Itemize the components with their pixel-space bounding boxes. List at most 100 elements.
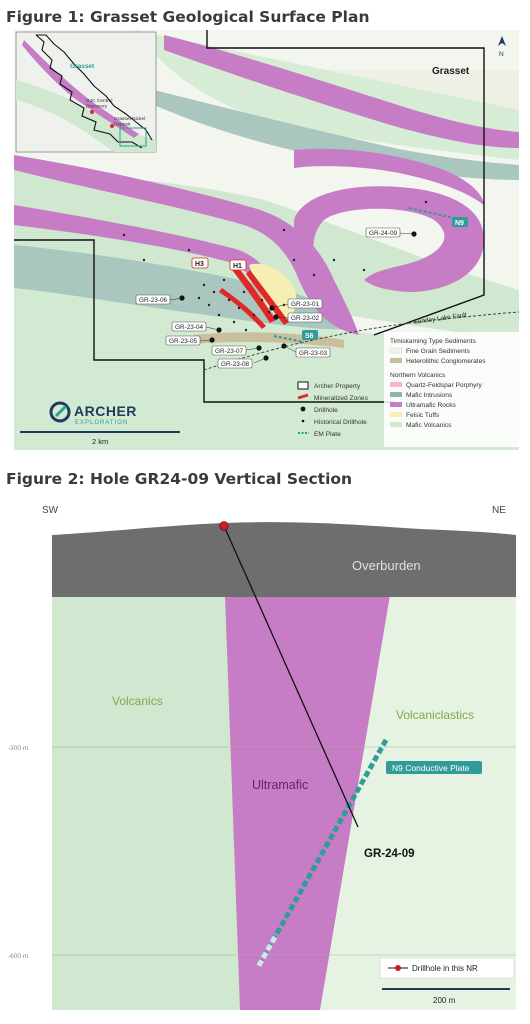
ultramafic-label: Ultramafic — [252, 778, 308, 792]
legend-em: EM Plate — [314, 431, 341, 438]
legend-drillhole-swatch — [300, 406, 306, 412]
volcaniclastics-area — [320, 595, 516, 1010]
svg-text:GR-23-07: GR-23-07 — [215, 348, 244, 355]
svg-text:N9: N9 — [455, 220, 464, 227]
vertical-section: SW NE -300 m -600 m Overburden Volcanics… — [8, 505, 516, 1010]
ultramafic-band-lower — [14, 205, 282, 302]
svg-text:GR-24-09: GR-24-09 — [369, 230, 398, 237]
legend-historical: Historical Drillhole — [314, 419, 367, 426]
hole-tag-gr2306: GR-23-06 — [135, 294, 171, 305]
legend-ultramafic: Ultramafic Rocks — [406, 402, 457, 409]
svg-text:H3: H3 — [195, 261, 204, 268]
depth-label-300: -300 m — [8, 745, 28, 752]
svg-text:GR-23-06: GR-23-06 — [139, 297, 168, 304]
ultramafic-band-main — [14, 155, 359, 335]
legend-mafic-intrusions: Mafic Intrusions — [406, 392, 453, 399]
drillhole-collar-icon — [219, 521, 229, 531]
legend-group-northern: Northern Volcanics — [390, 372, 446, 379]
scale-bar-1: 2 km — [20, 431, 180, 446]
archer-logo: ARCHER EXPLORATION — [49, 401, 137, 426]
legend-felsic-tuffs: Felsic Tuffs — [406, 412, 440, 419]
svg-text:GR-23-08: GR-23-08 — [221, 361, 250, 368]
hole-tag-gr2304: GR-23-04 — [171, 321, 207, 332]
legend-conglomerates: Heterolithic Conglomerates — [406, 358, 486, 365]
ultramafic-unit — [225, 595, 390, 1010]
zone-tag-h3: H3 — [191, 257, 209, 269]
svg-text:N9 Conductive Plate: N9 Conductive Plate — [392, 763, 470, 773]
property-boundary-north — [206, 30, 485, 336]
ultramafic-n9-fold — [294, 186, 484, 292]
legend-fine-sediments: Fine Grain Sediments — [406, 348, 470, 355]
sw-label: SW — [42, 505, 59, 516]
svg-text:GR-23-04: GR-23-04 — [175, 324, 204, 331]
figure2-title: Figure 2: Hole GR24-09 Vertical Section — [6, 470, 353, 488]
n9-conductive-plate — [259, 738, 389, 962]
hole-tag-gr2305: GR-23-05 — [165, 335, 201, 346]
mineralized-zone-h3 — [232, 265, 276, 323]
hole-tag-gr2307: GR-23-07 — [211, 345, 247, 356]
mineralized-zone-south — [219, 288, 266, 329]
n9-plate-fade — [255, 935, 278, 969]
legend-left: Archer Property Mineralized Zones Drillh… — [297, 381, 369, 438]
section-legend: Drillhole in this NR — [379, 957, 515, 979]
hole-tag-gr2308: GR-23-08 — [217, 358, 253, 369]
inset-grasset-label: Grasset — [70, 63, 95, 70]
hole-tag-gr2409: GR-24-09 — [365, 227, 401, 238]
svg-text:N: N — [499, 51, 504, 58]
logo-text: ARCHER — [74, 403, 137, 419]
legend-drillhole-label: Drillhole in this NR — [412, 964, 478, 973]
legend-zones: Mineralized Zones — [314, 395, 369, 402]
legend-group-timiskaming: Timiskaming Type Sediments — [390, 338, 476, 345]
mafic-volcanics-band — [14, 160, 519, 340]
drillhole-gr2409 — [223, 525, 359, 828]
mafic-intrusion-north — [154, 90, 519, 180]
legend-historical-swatch — [301, 419, 305, 423]
volcanics-label: Volcanics — [112, 694, 163, 708]
svg-text:GR-23-03: GR-23-03 — [299, 350, 328, 357]
property-label: Grasset — [432, 66, 470, 77]
hole-tag-gr2301: GR-23-01 — [287, 298, 323, 309]
plate-label-box: N9 Conductive Plate — [386, 761, 482, 774]
north-arrow-icon: N — [498, 36, 506, 58]
depth-label-600: -600 m — [8, 953, 28, 960]
svg-text:GR-23-01: GR-23-01 — [291, 301, 320, 308]
em-tag-s6: S6 — [302, 330, 318, 340]
figure1-title: Figure 1: Grasset Geological Surface Pla… — [6, 8, 370, 26]
legend-drillhole: Drillhole — [314, 407, 338, 414]
ultramafic-band-mid — [294, 148, 484, 205]
svg-text:S6: S6 — [305, 333, 314, 340]
legend-drillhole-icon — [395, 965, 401, 971]
svg-text:GR-23-05: GR-23-05 — [169, 338, 198, 345]
em-plate-s6 — [273, 335, 305, 343]
overburden-layer — [52, 522, 516, 597]
legend-property: Archer Property — [314, 383, 361, 390]
hole-leaders — [169, 232, 415, 364]
hole-label: GR-24-09 — [364, 848, 415, 860]
scale-label-2: 200 m — [433, 996, 456, 1005]
hole-tag-gr2302: GR-23-02 — [287, 312, 323, 323]
historical-drillholes — [122, 200, 428, 332]
mafic-intrusion-band — [14, 245, 354, 330]
zone-tag-h1: H1 — [229, 259, 247, 271]
property-boundary-south — [14, 239, 394, 403]
legend-zone-swatch — [297, 393, 309, 400]
legend-right: Timiskaming Type Sediments Fine Grain Se… — [384, 332, 519, 447]
surface-plan-map: Sunday Lake Fault — [14, 30, 519, 450]
ne-label: NE — [492, 505, 506, 516]
legend-mafic-volcanics: Mafic Volcanics — [406, 422, 452, 429]
svg-text:GR-23-02: GR-23-02 — [291, 315, 320, 322]
volcaniclastics-label: Volcaniclastics — [396, 708, 474, 722]
scale-bar-2: 200 m — [382, 988, 510, 1005]
legend-porphyry: Quartz-Feldspar Porphyry — [406, 382, 483, 389]
em-plate-n9 — [408, 207, 455, 219]
legend-property-swatch — [297, 381, 309, 390]
ultramafic-band-top — [164, 35, 519, 148]
sunday-lake-fault — [203, 311, 519, 371]
hole-tag-gr2303: GR-23-03 — [295, 347, 331, 358]
mineralized-zone-h1 — [246, 270, 289, 325]
em-tag-n9: N9 — [452, 217, 468, 227]
svg-text:H1: H1 — [233, 263, 242, 270]
